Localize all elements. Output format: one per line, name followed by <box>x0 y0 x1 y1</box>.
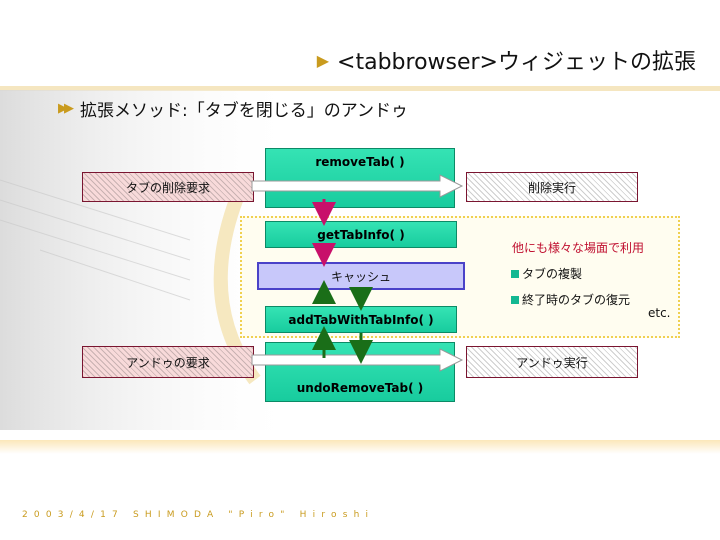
tab-delete-request-label: タブの削除要求 <box>125 180 210 195</box>
subtitle-text: 拡張メソッド:「タブを閉じる」のアンドゥ <box>80 101 409 121</box>
undo-request-box: アンドゥの要求 <box>82 346 254 378</box>
subtitle-bullet-icon: ▶▶ <box>58 101 74 116</box>
other-use-item-label: タブの複製 <box>522 267 583 281</box>
add-tab-with-tab-info-label: addTabWithTabInfo( ) <box>288 312 434 327</box>
get-tab-info-method-box: getTabInfo( ) <box>265 221 457 248</box>
square-bullet-icon <box>511 269 519 278</box>
other-uses-heading: 他にも様々な場面で利用 <box>512 241 645 255</box>
tab-delete-request-box: タブの削除要求 <box>82 172 254 202</box>
get-tab-info-label: getTabInfo( ) <box>317 227 405 242</box>
other-use-item: 終了時のタブの復元 <box>511 291 630 308</box>
other-use-item: タブの複製 <box>511 265 582 282</box>
cache-label: キャッシュ <box>330 269 391 284</box>
cache-box: キャッシュ <box>257 262 465 290</box>
undo-execute-label: アンドゥ実行 <box>516 355 588 370</box>
undo-remove-tab-method-box: undoRemoveTab( ) <box>265 342 455 402</box>
remove-tab-label: removeTab( ) <box>315 155 405 169</box>
etc-label: etc. <box>648 306 671 320</box>
subtitle: ▶▶ 拡張メソッド:「タブを閉じる」のアンドゥ <box>58 96 408 121</box>
delete-execute-label: 削除実行 <box>527 180 576 195</box>
delete-execute-box: 削除実行 <box>466 172 638 202</box>
slide-title-text: <tabbrowser>ウィジェットの拡張 <box>337 50 696 75</box>
undo-execute-box: アンドゥ実行 <box>466 346 638 378</box>
undo-request-label: アンドゥの要求 <box>126 355 210 370</box>
square-bullet-icon <box>511 295 519 304</box>
title-bullet-icon: ▶ <box>316 50 330 70</box>
add-tab-with-tab-info-method-box: addTabWithTabInfo( ) <box>265 306 457 333</box>
undo-remove-tab-label: undoRemoveTab( ) <box>296 381 424 395</box>
remove-tab-method-box: removeTab( ) <box>265 148 455 208</box>
other-use-item-label: 終了時のタブの復元 <box>522 293 631 307</box>
slide-title: ▶ <tabbrowser>ウィジェットの拡張 <box>317 44 696 76</box>
footer-credit: 2003/4/17 SHIMODA "Piro" Hiroshi <box>22 510 375 520</box>
